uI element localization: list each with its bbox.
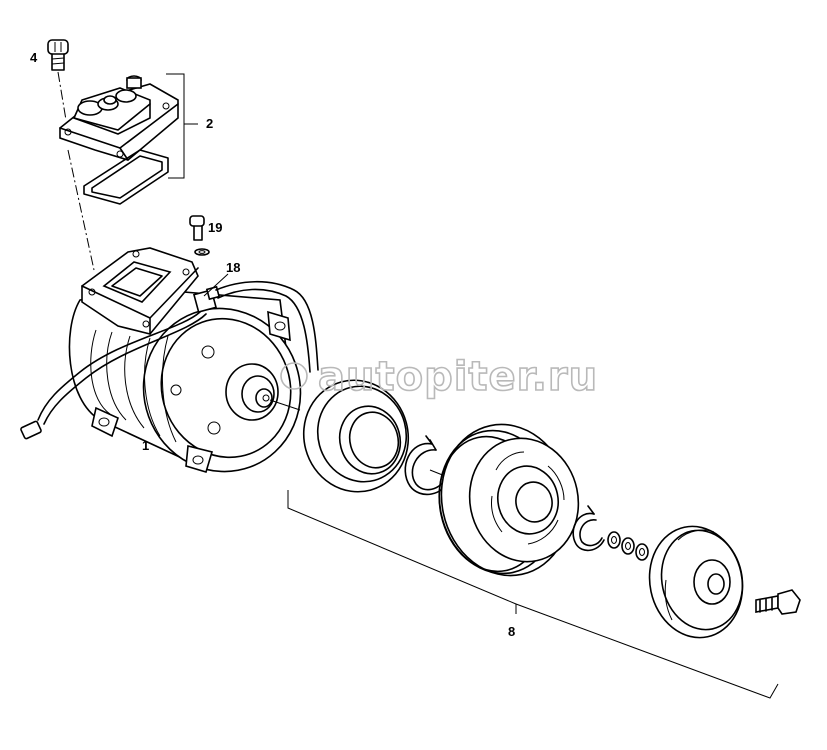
part-8-center-bolt[interactable]	[755, 589, 801, 615]
callout-18: 18	[226, 260, 240, 275]
part-8-clutch-hub[interactable]	[639, 518, 752, 647]
part-8-clutch-coil[interactable]	[291, 368, 420, 503]
leader-18	[203, 273, 229, 297]
part-2-gasket[interactable]	[83, 149, 169, 205]
part-8-pulley[interactable]	[426, 412, 589, 587]
part-2-cover-plate[interactable]	[59, 75, 179, 161]
part-19-bolt[interactable]	[189, 215, 210, 256]
part-8-snap-ring-small[interactable]	[572, 505, 605, 552]
part-8-shims[interactable]	[607, 531, 649, 561]
alignment-line	[57, 71, 95, 271]
callout-19: 19	[208, 220, 222, 235]
callout-1: 1	[142, 438, 149, 453]
part-1-compressor[interactable]	[68, 247, 323, 494]
watermark: autopiter.ru	[318, 354, 598, 400]
part-18-connector[interactable]	[20, 280, 319, 440]
callout-8: 8	[508, 624, 515, 639]
callout-2: 2	[206, 116, 213, 131]
bracket-2	[166, 73, 198, 179]
part-4-bolt[interactable]	[47, 39, 69, 71]
bracket-8	[287, 490, 779, 699]
watermark-logo	[280, 362, 308, 390]
callout-4: 4	[30, 50, 38, 65]
